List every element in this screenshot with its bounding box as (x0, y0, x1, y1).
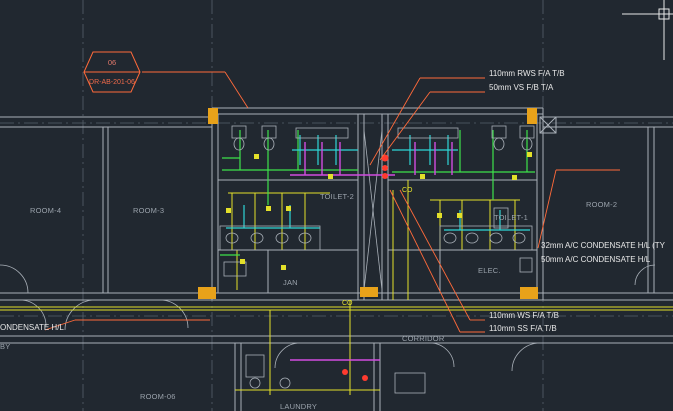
annotation-co-1: CO (402, 187, 413, 194)
room-label-room2: ROOM-2 (586, 200, 617, 209)
column-markers (198, 108, 538, 299)
room-label-lobby-partial: BY (0, 342, 10, 351)
room-label-toilet2: TOILET-2 (320, 192, 354, 201)
stack-fittings (342, 154, 389, 381)
cyan-pipes (226, 135, 530, 231)
section-tag: 06 DR-AB-201-06 (83, 51, 141, 93)
annotation-vs: 50mm VS F/B T/A (489, 83, 554, 92)
annotation-ac-condensate-1: 32mm A/C CONDENSATE H/L (TY (541, 241, 666, 250)
room-label-room3: ROOM-3 (133, 206, 164, 215)
washbasin-icon (219, 207, 533, 394)
annotation-ws: 110mm WS F/A T/B (489, 311, 559, 320)
yellow-pipes (0, 180, 673, 395)
wc-fixture-icon (231, 125, 535, 151)
room-label-corridor: CORRIDOR (402, 334, 445, 343)
room-label-elec: ELEC. (478, 266, 501, 275)
stair-shaft (363, 129, 383, 291)
annotation-co-2: CO (342, 300, 353, 307)
ucs-crosshair-icon[interactable] (622, 0, 673, 60)
room-label-toilet1: TOILET-1 (494, 213, 528, 222)
room-label-room4: ROOM-4 (30, 206, 61, 215)
magenta-pipes (290, 142, 453, 361)
green-pipes (220, 130, 535, 256)
valve-icon (226, 152, 532, 270)
annotation-ac-condensate-2: 50mm A/C CONDENSATE H/L (541, 255, 651, 264)
annotation-rws: 110mm RWS F/A T/B (489, 69, 565, 78)
annotation-ss: 110mm SS F/A T/B (489, 324, 557, 333)
room-label-room06: ROOM-06 (140, 392, 176, 401)
door-swings (0, 264, 656, 372)
section-tag-reference: DR-AB-201-06 (89, 79, 135, 86)
leader-lines (44, 71, 620, 333)
section-tag-number: 06 (108, 58, 116, 67)
room-label-laundry: LAUNDRY (280, 402, 317, 411)
room-label-jan: JAN (283, 278, 298, 287)
annotation-condensate-left: ONDENSATE H/L (0, 323, 64, 332)
walls (0, 107, 673, 411)
